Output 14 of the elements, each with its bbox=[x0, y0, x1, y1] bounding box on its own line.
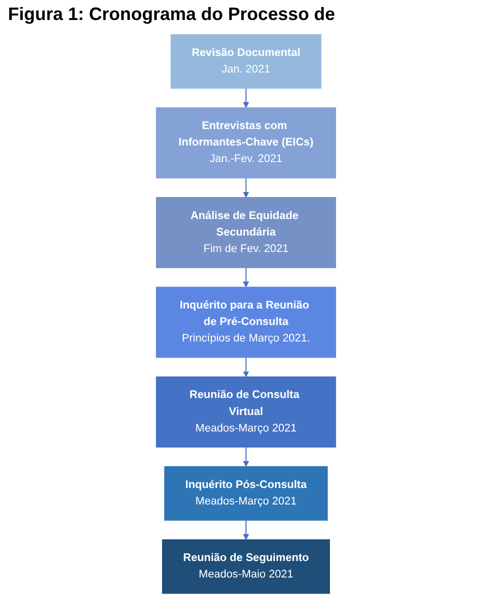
node-box: Revisão Documental Jan. 2021 bbox=[170, 34, 321, 89]
node-box: Inquérito para a Reunião de Pré-Consulta Princípios de Março 2021. bbox=[155, 286, 336, 358]
arrow bbox=[242, 88, 249, 108]
node-box: Entrevistas com Informantes-Chave (EICs) Jan.-Fev. 2021 bbox=[155, 107, 336, 178]
arrow bbox=[242, 178, 249, 198]
arrow bbox=[242, 520, 249, 540]
node-box: Inquérito Pós-Consulta Meados-Março 2021 bbox=[164, 466, 328, 521]
node-box: Reunião de Seguimento Meados-Maio 2021 bbox=[162, 539, 330, 594]
node-box: Reunião de Consulta Virtual Meados-Março 2021 bbox=[155, 376, 336, 448]
node-box: Análise de Equidade Secundária Fim de Fev. 2021 bbox=[155, 197, 336, 268]
arrow bbox=[242, 357, 249, 378]
arrow bbox=[242, 268, 249, 288]
arrow bbox=[242, 447, 249, 467]
diagram-title: Figura 1: Cronograma do Processo de bbox=[7, 3, 336, 26]
